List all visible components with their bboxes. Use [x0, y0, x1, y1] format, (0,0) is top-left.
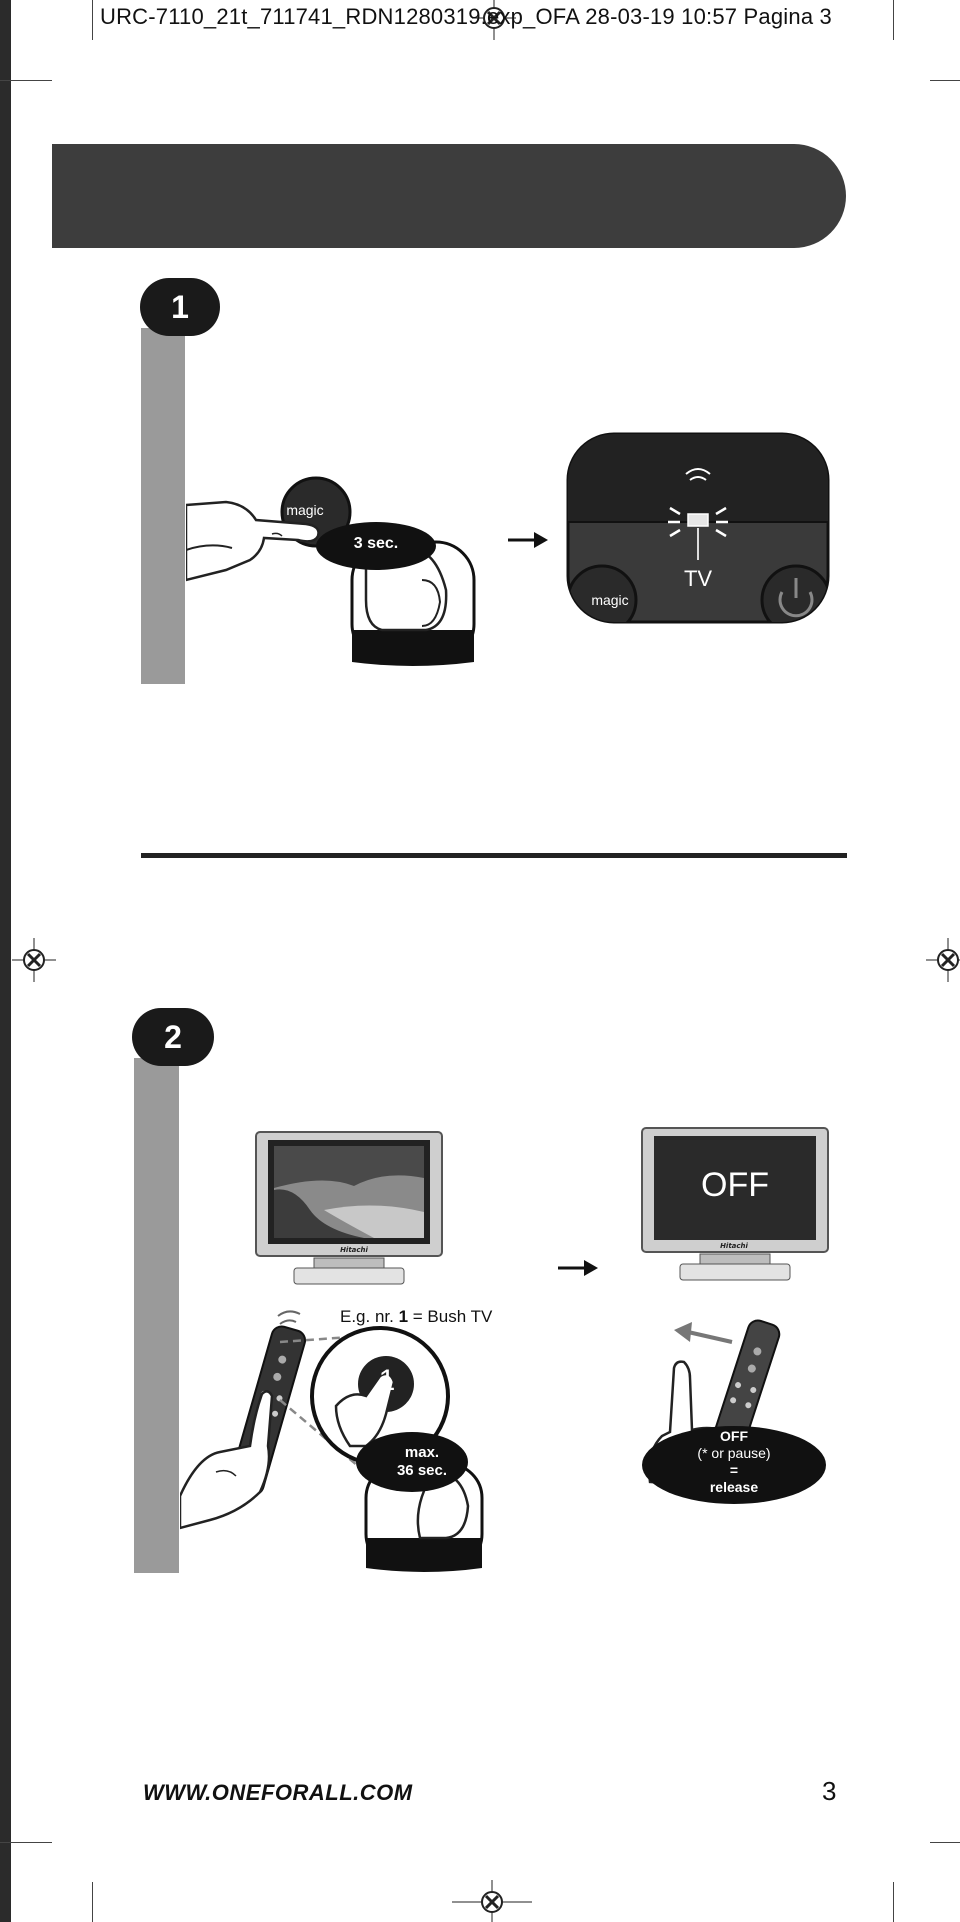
- print-slug: URC-7110_21t_711741_RDN1280319.exp_OFA 2…: [100, 4, 832, 29]
- crop-mark: [930, 80, 960, 81]
- led-indicator-panel: [566, 432, 830, 624]
- crop-mark: [0, 80, 52, 81]
- led-icon: [687, 513, 709, 527]
- power-icon: [778, 578, 814, 618]
- section-divider: [141, 853, 847, 858]
- crop-mark: [893, 0, 894, 40]
- step-rail: [134, 1058, 179, 1573]
- step-number-badge: 2: [132, 1008, 214, 1066]
- step-number-badge: 1: [140, 278, 220, 336]
- hand-icon: [186, 500, 320, 582]
- signal-waves-icon: [685, 468, 711, 481]
- hold-time-label: 3 sec.: [353, 535, 399, 552]
- page-number: 3: [822, 1776, 837, 1806]
- registration-mark-icon: [12, 938, 56, 982]
- binding-edge: [0, 0, 11, 1922]
- arrow-right-icon: [508, 532, 548, 548]
- step-rail: [141, 328, 185, 684]
- keypad-press-icon: [350, 540, 476, 666]
- release-label: OFF (* or pause) = release: [697, 1428, 771, 1495]
- hand-icon: [180, 1390, 274, 1530]
- step2-enter-code-illustration: [180, 1310, 484, 1572]
- tv-off-text: OFF: [701, 1166, 769, 1204]
- max-time-badge: [356, 1432, 468, 1492]
- registration-mark-icon: [472, 0, 516, 40]
- panel-magic-label: magic: [591, 592, 629, 608]
- tv-brand-label: Hitachi: [720, 1242, 748, 1250]
- release-arrow-icon: [674, 1322, 692, 1342]
- signal-waves-icon: [277, 1310, 301, 1325]
- header-banner: [52, 144, 846, 248]
- crop-mark: [92, 0, 93, 40]
- registration-mark-icon: [926, 938, 960, 982]
- tv-icon: [641, 1127, 829, 1281]
- tv-brand-label: Hitachi: [340, 1246, 368, 1254]
- crop-mark: [92, 1882, 93, 1922]
- registration-mark-icon: [452, 1880, 532, 1922]
- release-badge: [642, 1426, 826, 1504]
- example-caption: E.g. nr. 1 = Bush TV: [340, 1307, 493, 1326]
- crop-mark: [0, 1842, 52, 1843]
- tv-icon: [255, 1131, 443, 1285]
- hold-time-badge: [316, 522, 436, 570]
- step1-hold-magic-illustration: [186, 476, 476, 666]
- crop-mark: [930, 1842, 960, 1843]
- keypad-digit-label: 1: [378, 1364, 396, 1397]
- arrow-right-icon: [558, 1260, 598, 1276]
- magic-button-label: magic: [286, 502, 324, 518]
- footer-url: WWW.ONEFORALL.COM: [143, 1780, 413, 1805]
- tv-indicator-label: TV: [683, 566, 713, 591]
- max-time-label: max.36 sec.: [396, 1444, 448, 1479]
- crop-mark: [893, 1882, 894, 1922]
